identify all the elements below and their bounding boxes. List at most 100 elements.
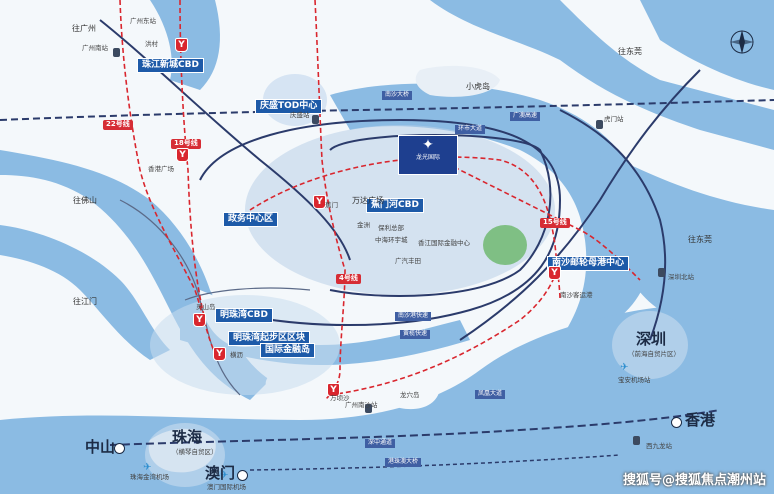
train-station-icon [633,436,640,445]
city-hongkong: 香港 [685,411,716,429]
logo-mark-icon: ✦ [422,137,434,153]
airplane-icon: ✈ [143,462,152,473]
train-station-icon [113,48,120,57]
place-guangqi: 广汽丰田 [395,257,421,265]
place-jiaomen: 蕉门 [325,201,338,209]
place-qingsheng-stn: 庆盛站 [290,111,310,119]
project-logo[interactable]: ✦ 龙光国际 [398,135,458,175]
city-shenzhen: 深圳 [636,330,667,348]
place-baoli: 保利总部 [378,224,404,232]
ring-road-outer [199,118,562,326]
place-guangzhou-south: 广州南站 [82,44,108,52]
station-pin-wanqingsha[interactable]: Y [327,383,340,397]
road-label-nansha-bridge: 南沙大桥 [382,91,413,100]
train-station-icon [312,115,319,124]
airport-zhuhai: 珠海金湾机场 [130,473,169,481]
shenzhong-tunnel [109,409,721,446]
district-gov-center: 政务中心区 [223,212,279,227]
pearl-river-east [640,0,774,90]
station-pin-hengli[interactable]: Y [213,347,226,361]
place-shenzhen-north: 深圳北站 [668,273,694,281]
island-longxue [386,363,440,410]
train-station-icon [365,404,372,413]
shenzhen-glow [612,311,688,379]
zhuhai-glow [145,423,225,487]
metro-line-south [329,259,561,396]
station-pin-jiaomen[interactable]: Y [313,195,326,209]
place-to-foshan: 往佛山 [73,196,97,205]
compass-icon [730,30,754,54]
highway-north-west [99,19,351,261]
main-estuary [330,83,653,340]
highway-jingzhu [0,99,774,121]
district-mingzhu-cbd: 明珠湾CBD [215,308,273,323]
district-jiaomen-cbd: 蕉门河CBD [366,198,424,213]
place-zhonghangyuan: 中海环宇城 [375,236,408,244]
district-zhujiang-new-town: 珠江新城CBD [137,58,204,73]
train-station-icon [658,268,665,277]
place-to-guangzhou: 往广州 [72,24,96,33]
place-to-dongguan: 往东莞 [618,47,642,56]
highway-humen [559,109,667,341]
place-longxue: 龙穴岛 [400,391,420,399]
road-label-shenzhong: 深中通道 [365,439,396,448]
place-humen: 虎门站 [604,115,624,123]
airplane-icon: ✈ [620,362,629,373]
district-qingsheng-tod: 庆盛TOD中心 [255,99,323,114]
district-finance-island: 国际金融岛 [260,343,316,358]
logo-name: 龙光国际 [415,154,440,161]
place-lingshan: 灵山岛 [196,303,216,311]
pearl-river-north [430,0,774,150]
place-jinzhou: 金洲 [357,221,370,229]
road-label-fenghuang: 凤凰大道 [475,390,506,399]
road-label-hzm: 港珠澳大桥 [385,458,422,467]
city-marker-icon [671,417,682,428]
metro-22-label: 22号线 [103,120,133,130]
place-to-jiangmen: 往江门 [73,297,97,306]
station-pin-nansha-port[interactable]: Y [548,266,561,280]
station-pin-chuncun[interactable]: Y [175,38,188,52]
city-zhongshan: 中山 [85,438,116,456]
station-xikowloon: 西九龙站 [646,442,672,450]
metro-4-label: 4号线 [336,274,361,284]
place-chuncun: 洪村 [145,40,158,48]
hzm-bridge [249,454,621,471]
city-marker-icon [114,443,125,454]
district-nansha-port: 南沙邮轮母港中心 [547,256,630,271]
airport-macau: 澳门国际机场 [207,483,246,491]
metro-line-22 [119,0,221,361]
place-xianggang-gc: 香港广场 [148,165,174,173]
island-xiaohu [415,65,500,97]
place-xianggang-center: 香江国际金融中心 [418,239,470,247]
park-green [483,225,527,265]
station-pin-lingshan[interactable]: Y [193,313,206,327]
place-hengli: 横沥 [230,351,243,359]
place-to-dongguan2: 往东莞 [688,235,712,244]
airport-baoan: 宝安机场站 [618,376,651,384]
airplane-icon: ✈ [220,470,229,481]
place-guangzhou-east: 广州东站 [130,17,156,25]
highway-east [459,69,701,341]
metro-line-18 [179,0,206,321]
place-wanqingsha: 万顷沙 [330,394,350,402]
place-nansha-cruise: 南沙客运港 [560,291,593,299]
river-bank-west [0,225,170,360]
city-shenzhen-sub: （前海自贸片区） [628,350,680,358]
road-ring-small [184,287,311,301]
road-label-guangao: 广澳高速 [510,112,541,121]
city-zhuhai-sub: （横琴自贸区） [172,448,218,456]
east-bay [600,150,774,330]
city-zhuhai: 珠海 [172,428,203,446]
road-label-huanshi: 环市大道 [455,125,486,134]
road-label-huanglan: 黄榄快速 [400,330,431,339]
city-marker-icon [237,470,248,481]
metro-18-label: 18号线 [171,139,201,149]
watermark: 搜狐号@搜狐焦点潮州站 [622,473,766,488]
station-pin-xianggang[interactable]: Y [176,148,189,162]
city-macau: 澳门 [205,464,236,482]
place-wanda: 万达广场 [352,196,384,205]
train-station-icon [596,120,603,129]
road-label-nansha-port-exp: 南沙港快速 [395,312,432,321]
place-xiaohudao: 小虎岛 [466,82,490,91]
